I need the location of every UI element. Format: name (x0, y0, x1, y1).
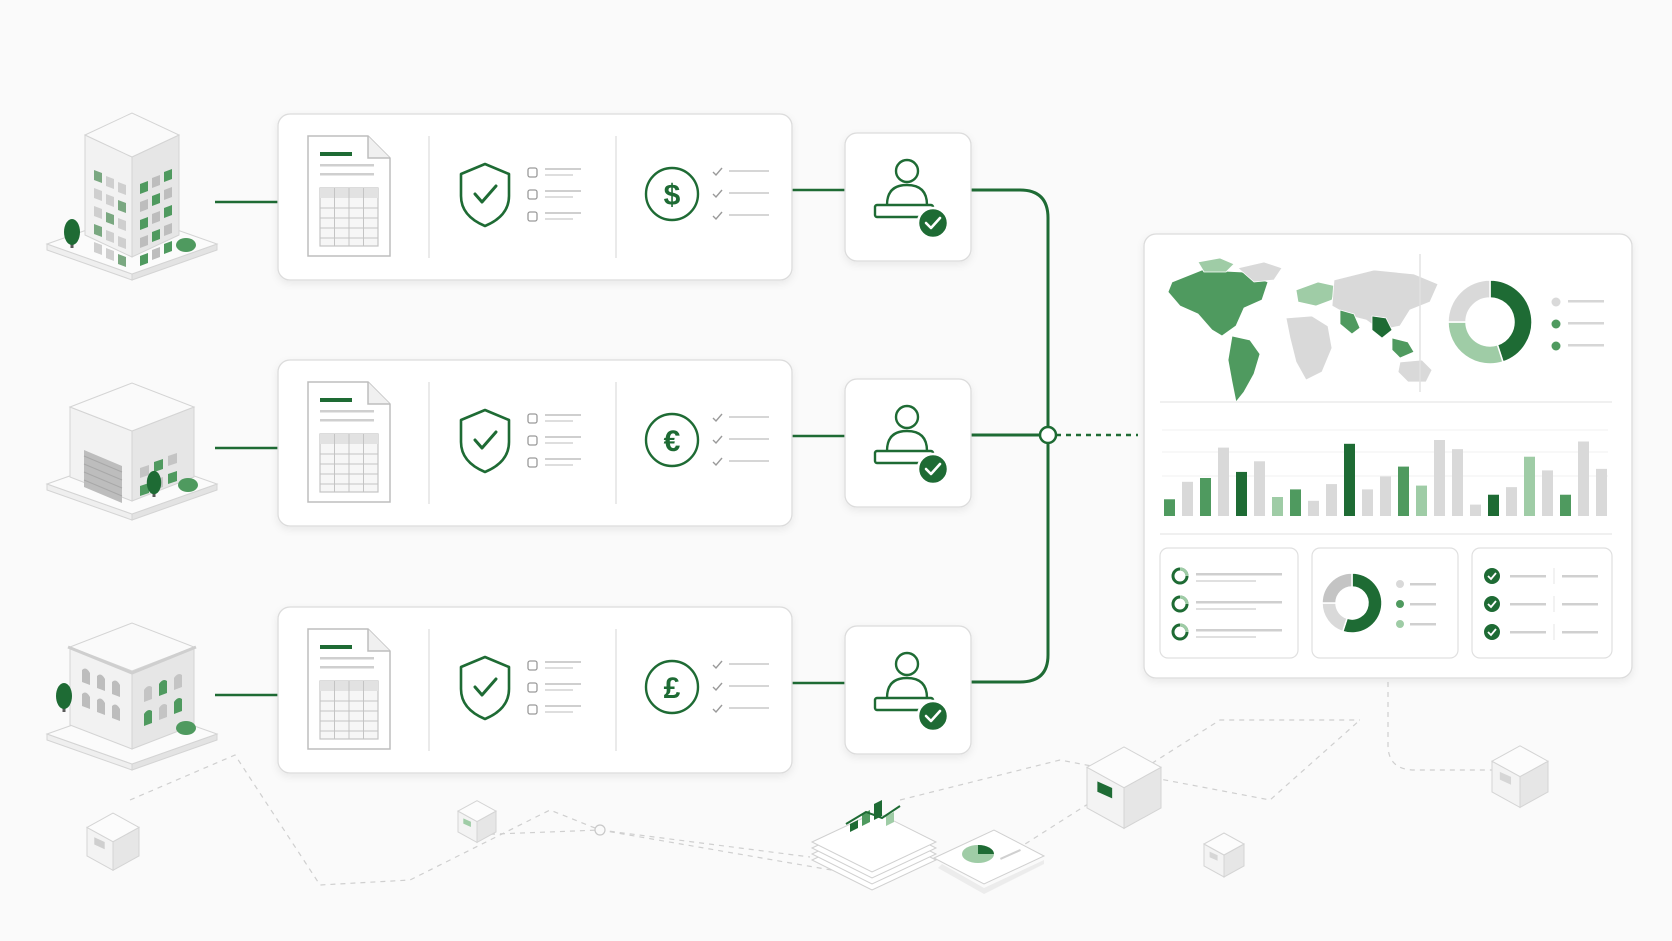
storage-cube-icon (1490, 745, 1550, 809)
donut-slice (1321, 572, 1353, 604)
payment-checklist (712, 413, 769, 467)
classical-building-icon (45, 622, 219, 771)
status-card (1159, 547, 1299, 659)
process-row: £ (45, 606, 972, 774)
bar (1578, 441, 1589, 516)
donut-chart-icon (1321, 572, 1383, 634)
approver-check-icon (844, 625, 972, 755)
bar (1362, 489, 1373, 516)
currency-symbol: $ (664, 179, 681, 212)
shield-check-icon (459, 655, 511, 721)
payment-checklist (712, 167, 769, 221)
check-badge-icon (916, 699, 950, 733)
storage-cube-icon (456, 800, 498, 844)
bar (1218, 447, 1229, 516)
bar-chart (1162, 429, 1608, 516)
approver-check-icon (844, 378, 972, 508)
bar (1506, 487, 1517, 516)
payment-checklist (712, 660, 769, 714)
bar (1488, 494, 1499, 516)
donut-slice (1489, 279, 1533, 363)
bar (1560, 494, 1571, 516)
status-card (1471, 547, 1613, 659)
storage-cube-icon (1202, 832, 1246, 878)
dollar-coin-icon: $ (644, 166, 700, 222)
document-panel: £ (277, 606, 793, 774)
bar (1524, 456, 1535, 516)
bar (1434, 440, 1445, 516)
donut-slice (1447, 279, 1491, 323)
compliance-checklist (527, 413, 581, 468)
donut-slice (1341, 572, 1383, 634)
process-row: € (45, 359, 972, 527)
check-circle-icon (1484, 568, 1500, 640)
check-badge-icon (916, 452, 950, 486)
report-stack-icon (810, 800, 938, 891)
warehouse-icon (45, 382, 219, 521)
bar (1542, 470, 1553, 516)
bar (1344, 443, 1355, 516)
analytics-dashboard (1143, 233, 1633, 679)
bar (1182, 481, 1193, 516)
merge-node (1038, 425, 1058, 445)
currency-symbol: € (664, 425, 681, 458)
bar (1326, 484, 1337, 516)
bar (1254, 461, 1265, 516)
donut-chart (1447, 279, 1533, 365)
bar (1164, 499, 1175, 516)
compliance-checklist (527, 660, 581, 715)
spreadsheet-document-icon (307, 628, 391, 750)
storage-cube-icon (1085, 746, 1163, 830)
bar (1272, 497, 1283, 516)
spreadsheet-document-icon (307, 381, 391, 503)
bar (1380, 476, 1391, 516)
office-tower-icon (45, 112, 219, 281)
bar (1452, 449, 1463, 516)
bar (1200, 478, 1211, 516)
currency-symbol: £ (664, 672, 681, 705)
donut-legend (1551, 297, 1604, 351)
bar (1596, 468, 1607, 516)
network-node (594, 824, 606, 836)
pie-report-icon (932, 829, 1046, 894)
document-panel: € (277, 359, 793, 527)
bar (1236, 471, 1247, 516)
shield-check-icon (459, 408, 511, 474)
storage-cube-icon (85, 812, 141, 872)
world-map-icon (1167, 257, 1439, 403)
bar (1290, 489, 1301, 516)
approval-connectors (965, 188, 1050, 684)
bar (1470, 504, 1481, 516)
process-row: $ (45, 112, 972, 281)
bar (1416, 485, 1427, 516)
compliance-checklist (527, 167, 581, 222)
check-badge-icon (916, 206, 950, 240)
status-card (1311, 547, 1459, 659)
euro-coin-icon: € (644, 412, 700, 468)
progress-ring-icon (1171, 567, 1189, 641)
document-panel: $ (277, 113, 793, 281)
approver-check-icon (844, 132, 972, 262)
pound-coin-icon: £ (644, 659, 700, 715)
bar (1398, 466, 1409, 516)
spreadsheet-document-icon (307, 135, 391, 257)
shield-check-icon (459, 162, 511, 228)
bar (1308, 500, 1319, 516)
